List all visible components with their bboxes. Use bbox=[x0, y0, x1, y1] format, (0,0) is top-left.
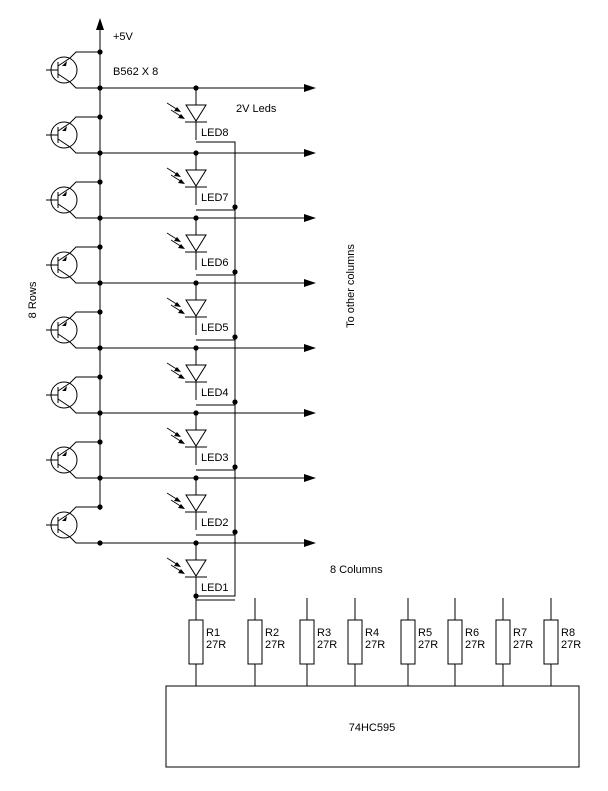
resistor-name: R4 bbox=[365, 627, 379, 639]
pnp-transistor bbox=[46, 374, 103, 416]
led: LED7 bbox=[166, 153, 229, 205]
chip-label: 74HC595 bbox=[349, 722, 395, 734]
supply-label: +5V bbox=[113, 31, 134, 43]
resistor-value: 27R bbox=[561, 639, 581, 651]
led-label: LED1 bbox=[201, 582, 229, 594]
pnp-transistor bbox=[46, 179, 103, 221]
resistor-value: 27R bbox=[206, 639, 226, 651]
transistor-group bbox=[46, 49, 103, 546]
led-label: LED2 bbox=[201, 517, 229, 529]
transistor-label: B562 X 8 bbox=[113, 66, 158, 78]
row-line bbox=[100, 474, 316, 482]
supply-rail bbox=[96, 18, 104, 510]
row-line bbox=[100, 539, 316, 547]
columns-label: 8 Columns bbox=[330, 564, 383, 576]
led: LED5 bbox=[166, 283, 229, 335]
resistor-value: 27R bbox=[513, 639, 533, 651]
led: LED4 bbox=[166, 348, 229, 400]
resistor-name: R6 bbox=[465, 627, 479, 639]
row-line bbox=[100, 214, 316, 222]
resistor-name: R5 bbox=[418, 627, 432, 639]
led-label: LED8 bbox=[201, 127, 229, 139]
resistor-name: R8 bbox=[561, 627, 575, 639]
resistor-name: R7 bbox=[513, 627, 527, 639]
pnp-transistor bbox=[46, 114, 103, 156]
led: LED8 bbox=[166, 88, 229, 140]
to-other-columns-label: To other columns bbox=[345, 244, 357, 328]
resistor-value: 27R bbox=[465, 639, 485, 651]
row-line bbox=[100, 279, 316, 287]
pnp-transistor bbox=[46, 504, 103, 546]
column-bus bbox=[193, 141, 238, 620]
row-line bbox=[100, 149, 316, 157]
resistor-name: R3 bbox=[317, 627, 331, 639]
resistor-value: 27R bbox=[365, 639, 385, 651]
resistor-value: 27R bbox=[265, 639, 285, 651]
shift-register-chip: 74HC595 bbox=[165, 685, 580, 768]
row-lines bbox=[100, 84, 316, 547]
row-line bbox=[100, 344, 316, 352]
rows-label: 8 Rows bbox=[27, 281, 39, 318]
pnp-transistor bbox=[46, 49, 103, 91]
pnp-transistor bbox=[46, 309, 103, 351]
pnp-transistor bbox=[46, 244, 103, 286]
pnp-transistor bbox=[46, 439, 103, 481]
led-label: LED4 bbox=[201, 387, 229, 399]
resistor-name: R1 bbox=[206, 627, 220, 639]
led-label: LED6 bbox=[201, 257, 229, 269]
resistor-name: R2 bbox=[265, 627, 279, 639]
led: LED2 bbox=[166, 478, 229, 530]
led: LED3 bbox=[166, 413, 229, 465]
resistor-value: 27R bbox=[418, 639, 438, 651]
led: LED6 bbox=[166, 218, 229, 270]
row-line bbox=[100, 409, 316, 417]
led: LED1 bbox=[166, 543, 229, 594]
led-type-label: 2V Leds bbox=[236, 103, 277, 115]
led-label: LED7 bbox=[201, 192, 229, 204]
resistor-value: 27R bbox=[317, 639, 337, 651]
led-label: LED3 bbox=[201, 452, 229, 464]
led-label: LED5 bbox=[201, 322, 229, 334]
row-line bbox=[100, 84, 316, 92]
